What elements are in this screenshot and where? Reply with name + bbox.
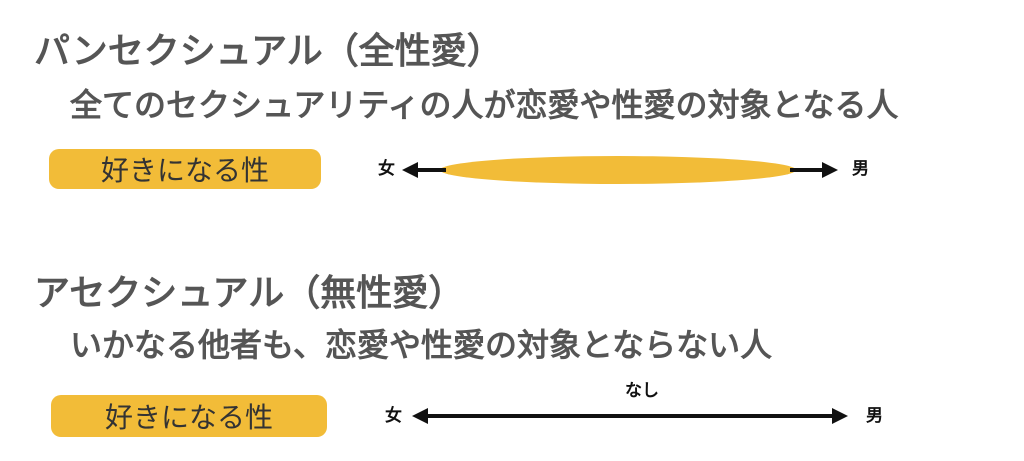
pansexual-axis (402, 156, 838, 184)
asexual-description: いかなる他者も、恋愛や性愛の対象とならない人 (70, 326, 773, 364)
asexual-axis (412, 408, 848, 424)
asexual-arrow-right (832, 408, 848, 424)
pansexual-badge: 好きになる性 (49, 149, 321, 189)
pansexual-description: 全てのセクシュアリティの人が恋愛や性愛の対象となる人 (70, 86, 899, 124)
pansexual-arrow-left (402, 162, 418, 178)
pansexual-right-label: 男 (852, 159, 869, 179)
pansexual-range-ellipse (440, 156, 796, 184)
asexual-right-label: 男 (866, 406, 883, 426)
pansexual-title: パンセクシュアル（全性愛） (34, 31, 503, 72)
asexual-left-label: 女 (385, 406, 402, 426)
asexual-title: アセクシュアル（無性愛） (34, 273, 465, 314)
pansexual-left-label: 女 (378, 159, 395, 179)
asexual-badge: 好きになる性 (51, 395, 327, 437)
asexual-arrow-left (412, 408, 428, 424)
pansexual-arrow-right (822, 162, 838, 178)
asexual-range-label: なし (625, 381, 659, 401)
